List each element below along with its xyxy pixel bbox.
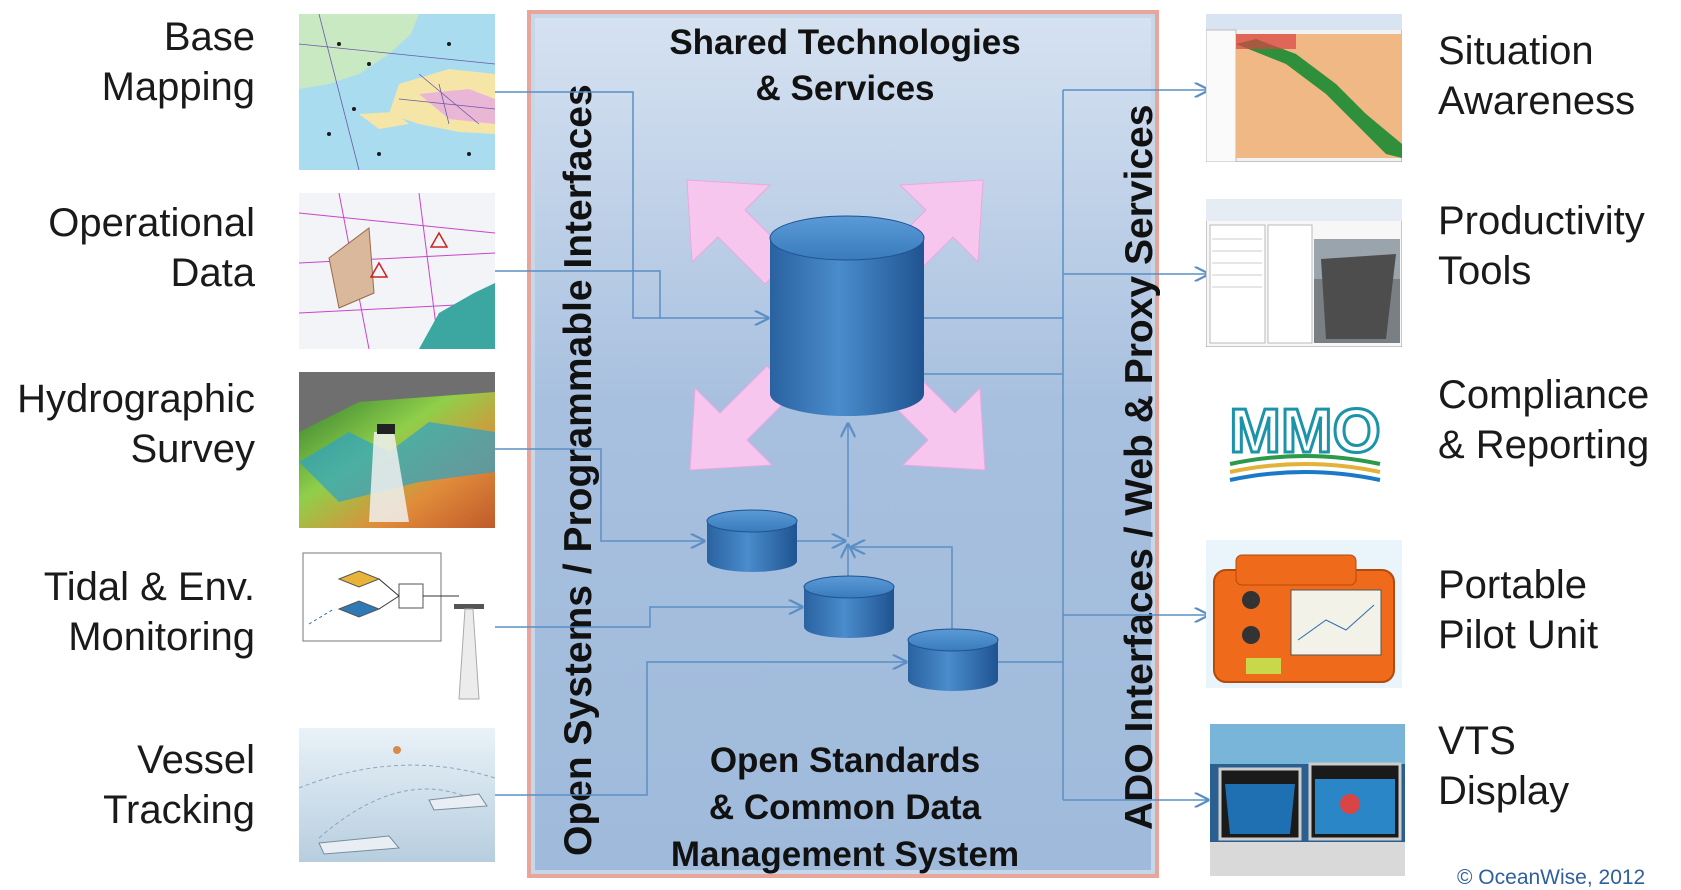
main-database-cylinder (769, 215, 925, 416)
portable-pilot-unit-image (1206, 540, 1402, 688)
connector-tidal (495, 607, 802, 628)
label-base-mapping: Base Mapping (0, 12, 255, 112)
label-productivity-tools: Productivity Tools (1438, 196, 1645, 296)
title-line: & Services (755, 69, 935, 108)
operational-data-image (299, 193, 495, 349)
situation-awareness-image (1206, 14, 1402, 162)
title-line: Management System (670, 835, 1020, 874)
vts-display-image (1210, 724, 1405, 876)
label-line: VTS (1438, 719, 1516, 763)
label-line: Pilot Unit (1438, 613, 1599, 657)
label-line: Tracking (103, 788, 255, 832)
connector-base-mapping (495, 91, 768, 318)
base-mapping-image (299, 14, 495, 170)
label-line: Data (170, 251, 256, 295)
database-small-1 (706, 509, 798, 572)
productivity-tools-image (1206, 199, 1402, 347)
label-situation-awareness: Situation Awareness (1438, 26, 1635, 126)
label-portable-pilot-unit: Portable Pilot Unit (1438, 560, 1598, 660)
label-line: Portable (1438, 563, 1587, 607)
label-line: Tools (1438, 249, 1532, 293)
title-line: & Common Data (708, 788, 982, 827)
mmo-logo: MMO (1220, 396, 1390, 486)
label-vessel-tracking: Vessel Tracking (0, 735, 255, 835)
tidal-monitoring-image (299, 549, 495, 705)
label-operational-data: Operational Data (0, 198, 255, 298)
copyright-notice: © OceanWise, 2012 (1457, 866, 1646, 889)
label-line: Display (1438, 769, 1570, 813)
open-standards-title: Open Standards & Common Data Management … (640, 737, 1050, 878)
label-line: Compliance (1438, 373, 1650, 417)
connector-hydrographic (495, 448, 704, 541)
label-line: & Reporting (1438, 423, 1650, 467)
database-small-3 (907, 628, 999, 691)
label-line: Situation (1438, 29, 1594, 73)
connector-vessel (495, 662, 906, 796)
label-line: Survey (130, 427, 256, 471)
label-line: Productivity (1438, 199, 1645, 243)
connector-db3-to-junction (852, 547, 953, 633)
vessel-tracking-image (299, 728, 495, 862)
label-tidal-monitoring: Tidal & Env. Monitoring (0, 562, 255, 662)
title-line: Shared Technologies (669, 23, 1021, 62)
label-line: Base (163, 15, 255, 59)
label-compliance-reporting: Compliance & Reporting (1438, 370, 1649, 470)
label-line: Vessel (137, 738, 255, 782)
label-line: Awareness (1438, 79, 1636, 123)
hydrographic-survey-image (299, 372, 495, 528)
label-line: Mapping (101, 65, 255, 109)
database-small-2 (803, 575, 895, 638)
label-line: Operational (48, 201, 255, 245)
label-line: Hydrographic (17, 377, 255, 421)
label-hydrographic-survey: Hydrographic Survey (0, 374, 255, 474)
connector-operational-data (495, 270, 661, 318)
label-line: Monitoring (68, 615, 255, 659)
shared-technologies-title: Shared Technologies & Services (640, 20, 1050, 112)
label-vts-display: VTS Display (1438, 716, 1569, 816)
label-line: Tidal & Env. (43, 565, 255, 609)
title-line: Open Standards (709, 741, 981, 780)
